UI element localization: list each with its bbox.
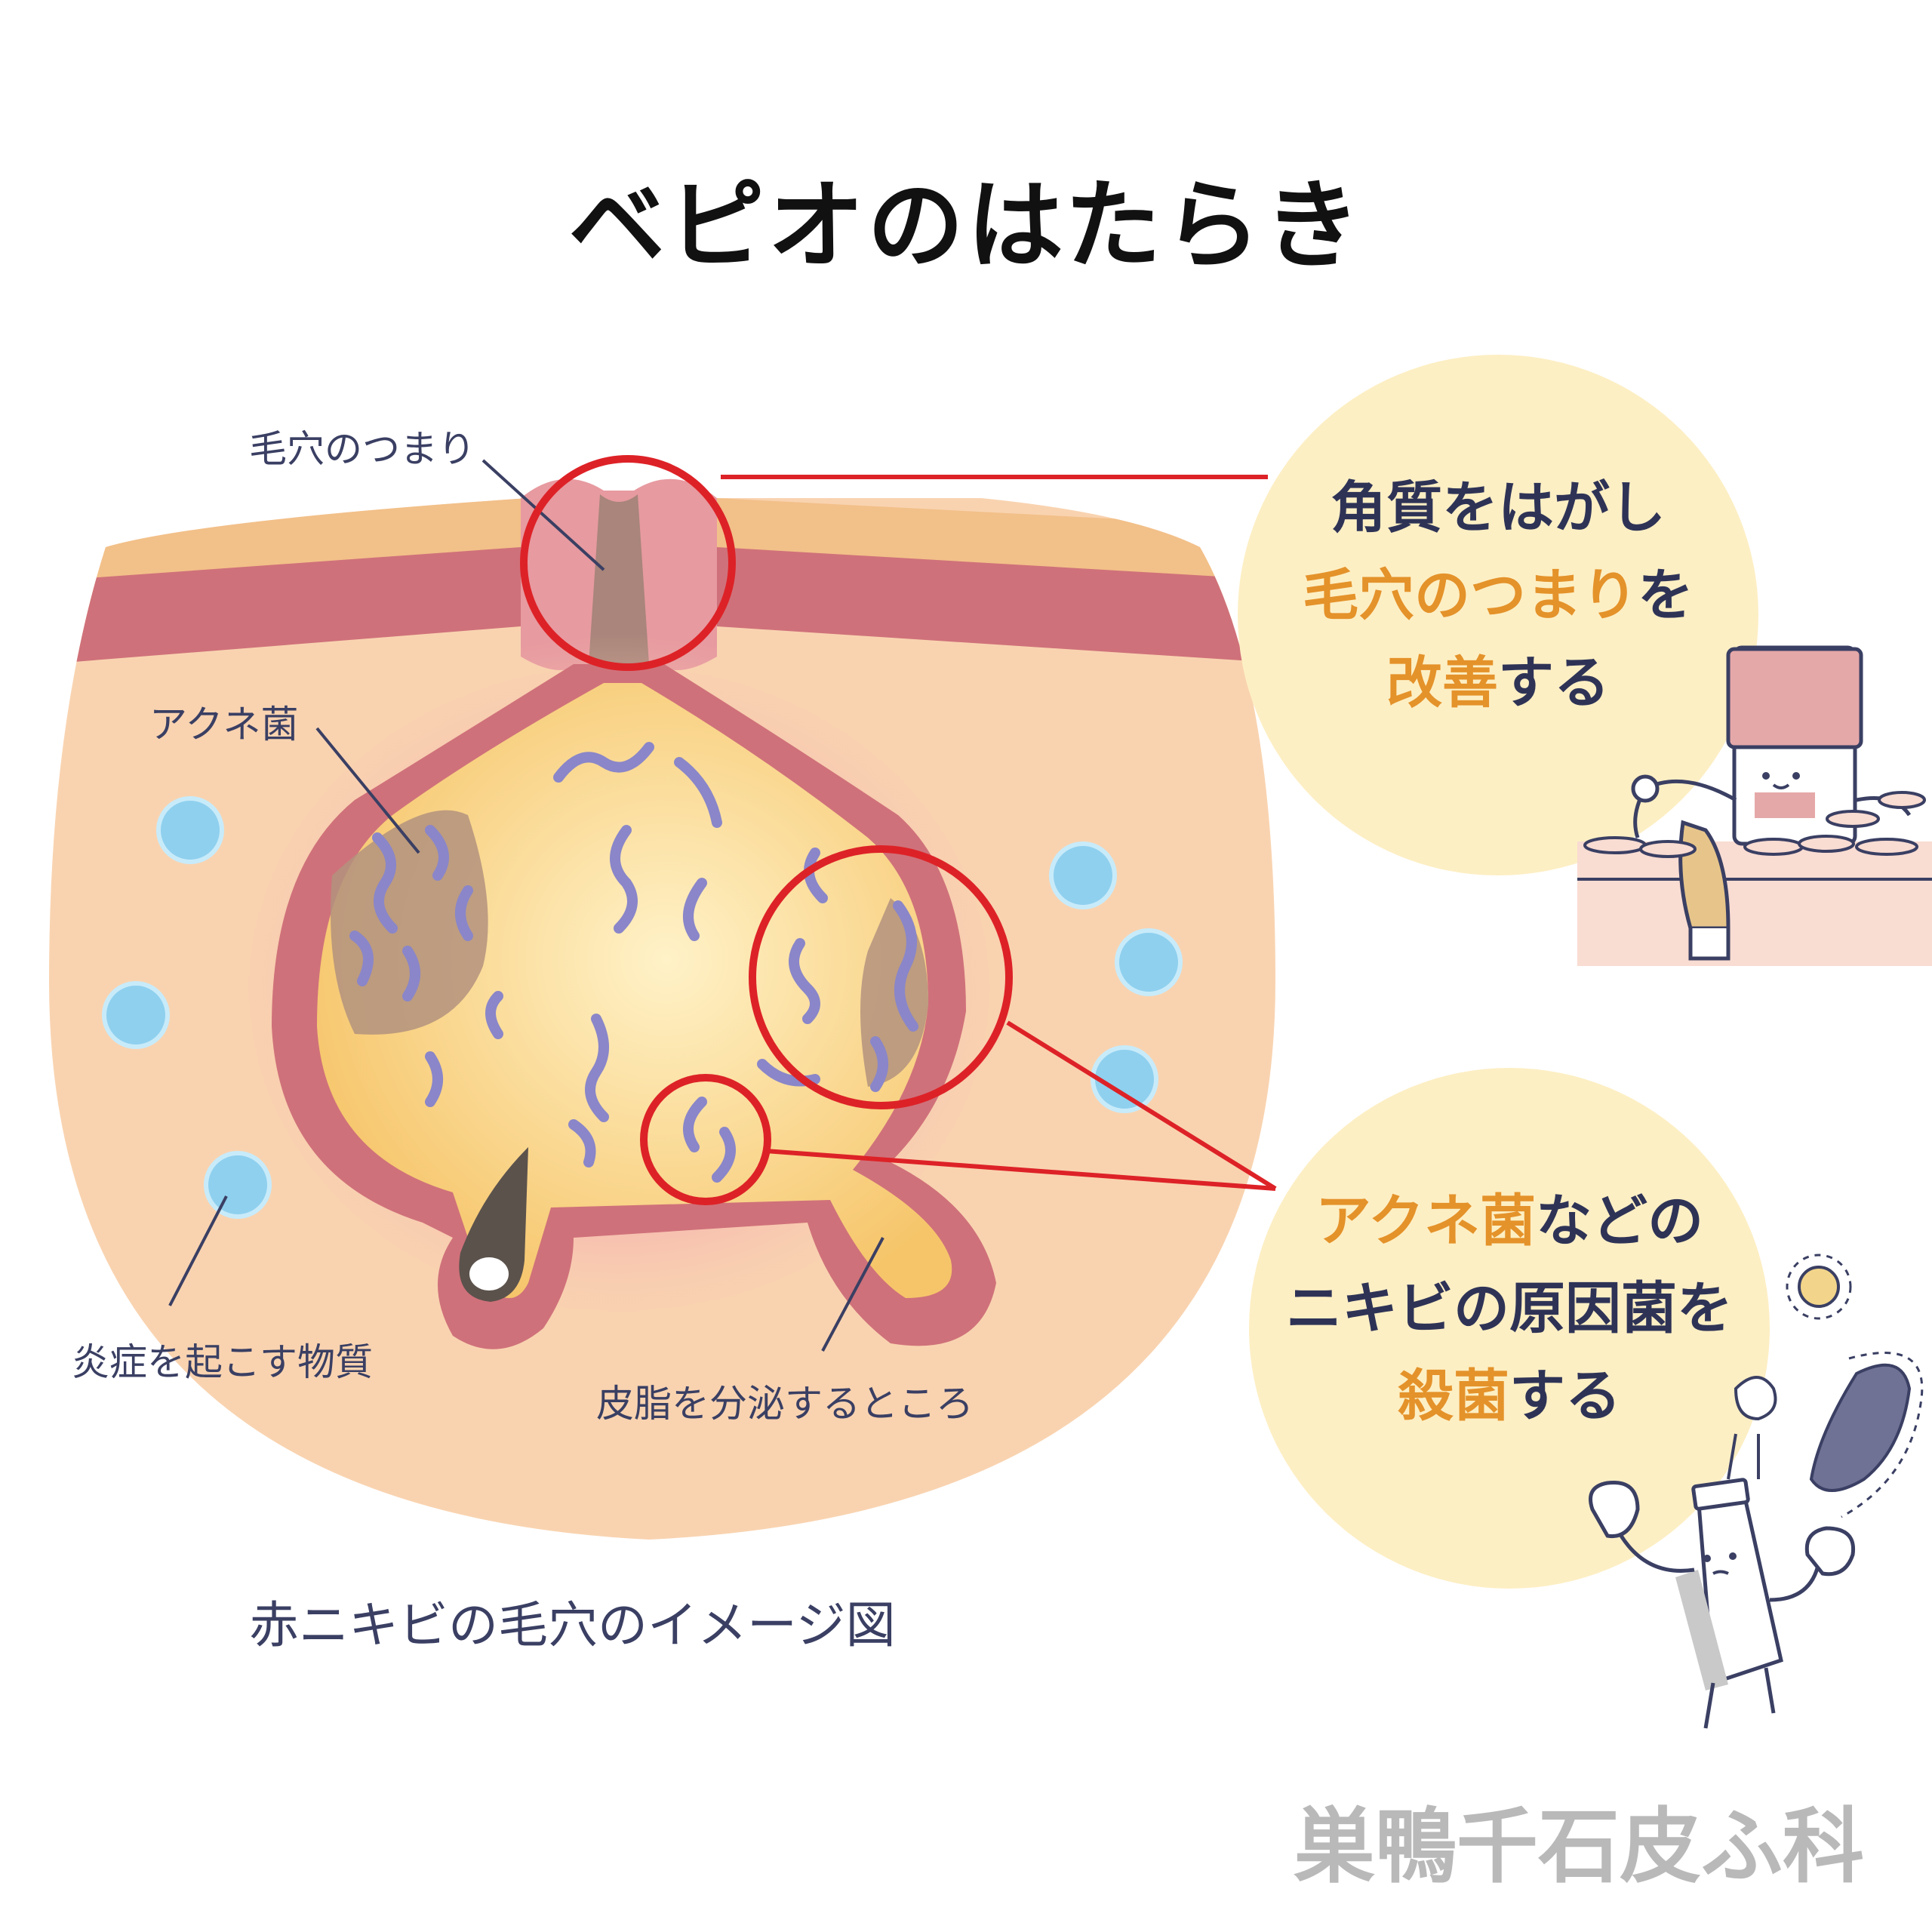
bubble1-highlight-pore: 毛穴のつまり xyxy=(1303,563,1638,628)
bubble2-line2: ニキビの原因菌を xyxy=(1286,1276,1733,1341)
mascot-peeling-illustration xyxy=(1577,645,1932,966)
bacterium xyxy=(372,832,398,934)
bubble2-line1-rest: などの xyxy=(1536,1189,1704,1254)
bacterium xyxy=(553,742,654,783)
info-bubble-keratin xyxy=(1238,355,1758,875)
bubble2-line1: アクネ菌などの xyxy=(1245,1177,1774,1265)
bubble2-line3-rest: する xyxy=(1509,1364,1621,1429)
inflammatory-droplets xyxy=(102,796,1183,1219)
bacterium xyxy=(425,1051,443,1107)
bacterium xyxy=(349,931,374,986)
droplet xyxy=(102,981,170,1049)
bubble1-line3: 改善する xyxy=(1238,639,1758,727)
mascot-sterilizing-illustration xyxy=(1589,1254,1924,1729)
bubble2-highlight-acne: アクネ菌 xyxy=(1315,1189,1537,1254)
bubble1-highlight-improve: 改善 xyxy=(1386,651,1498,715)
clinic-watermark: 巣鴨千石皮ふ科 xyxy=(1293,1800,1864,1894)
callout-circle-pore xyxy=(520,455,736,671)
bacterium xyxy=(455,885,473,941)
bubble1-line2-rest: を xyxy=(1638,563,1694,628)
bacterium xyxy=(402,946,420,1001)
bacterium xyxy=(789,938,820,1024)
bacterium xyxy=(683,1097,707,1152)
label-inflammatory-substance: 炎症を起こす物質 xyxy=(72,1340,373,1384)
droplet xyxy=(1115,928,1183,996)
red-callouts xyxy=(520,455,1277,1205)
droplet xyxy=(156,796,224,864)
diagram-caption: 赤ニキビの毛穴のイメージ図 xyxy=(249,1596,896,1654)
bacterium xyxy=(485,991,503,1039)
inflamed-follicle xyxy=(211,634,1026,1349)
bubble2-line3: 殺菌する xyxy=(1245,1352,1774,1440)
bacterium xyxy=(425,825,449,881)
bubble1-line2: 毛穴のつまりを xyxy=(1238,552,1758,639)
bacterium xyxy=(585,1014,609,1122)
pore-opening xyxy=(521,478,717,670)
acne-bacteria-group xyxy=(349,742,918,1183)
bacterium xyxy=(683,878,707,941)
bubble1-line1: 角質をはがし xyxy=(1331,475,1666,540)
bubble-keratin-text: 角質をはがし 毛穴のつまりを 改善する xyxy=(1238,464,1758,727)
label-sebaceous-gland: 皮脂を分泌するところ xyxy=(596,1382,974,1426)
page-title: ベピオのはたらき xyxy=(568,170,1364,282)
label-leader-lines xyxy=(168,459,884,1352)
droplet xyxy=(204,1151,272,1219)
bubble2-highlight-sterilize: 殺菌 xyxy=(1398,1364,1509,1429)
label-acne-bacteria: アクネ菌 xyxy=(149,703,299,746)
bacterium xyxy=(893,900,918,1032)
droplet xyxy=(1091,1045,1158,1113)
droplet xyxy=(1049,841,1117,909)
bacterium xyxy=(712,1127,736,1183)
callout-circle-small xyxy=(640,1074,771,1205)
bacterium xyxy=(870,1036,888,1092)
bacterium xyxy=(610,825,638,934)
sebum-mass xyxy=(317,683,952,1298)
bubble-sterilize-text: アクネ菌などの ニキビの原因菌を 殺菌する xyxy=(1245,1177,1774,1440)
bacterium xyxy=(804,848,828,903)
bacterium xyxy=(568,1119,596,1168)
bubble1-line3-rest: する xyxy=(1498,651,1610,715)
label-pore-clog: 毛穴のつまり xyxy=(249,427,475,471)
callout-circle-bacteria xyxy=(749,845,1013,1109)
bacterium xyxy=(674,757,722,828)
info-bubble-sterilize xyxy=(1249,1068,1770,1589)
